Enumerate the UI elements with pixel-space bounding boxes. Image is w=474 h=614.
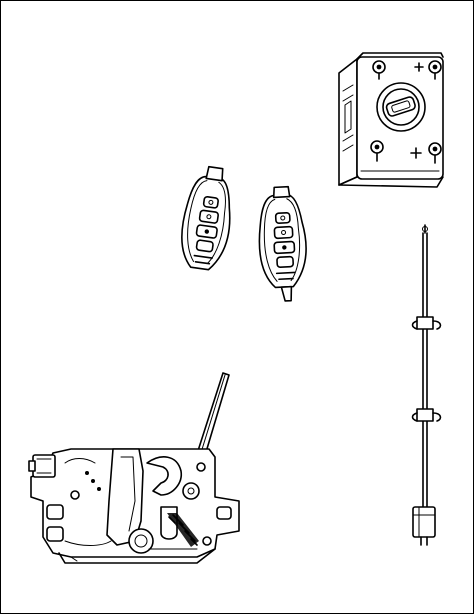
antenna-wire [411, 224, 442, 546]
key-cylinder [376, 82, 426, 132]
latch-plate-holes [70, 462, 212, 546]
key-fob-left [180, 165, 231, 271]
latch-electrical-connector [28, 454, 56, 478]
fob-left-buttons [195, 196, 219, 253]
antenna-connector [412, 506, 436, 546]
antenna-clip-upper [411, 316, 442, 330]
hood-latch [28, 372, 240, 564]
key-fob-right [258, 185, 307, 302]
antenna-clip-lower [411, 408, 442, 422]
ignition-module [338, 52, 444, 188]
module-mounting-bolts [370, 60, 442, 164]
fob-right-buttons [273, 211, 296, 268]
latch-spring [167, 513, 199, 547]
